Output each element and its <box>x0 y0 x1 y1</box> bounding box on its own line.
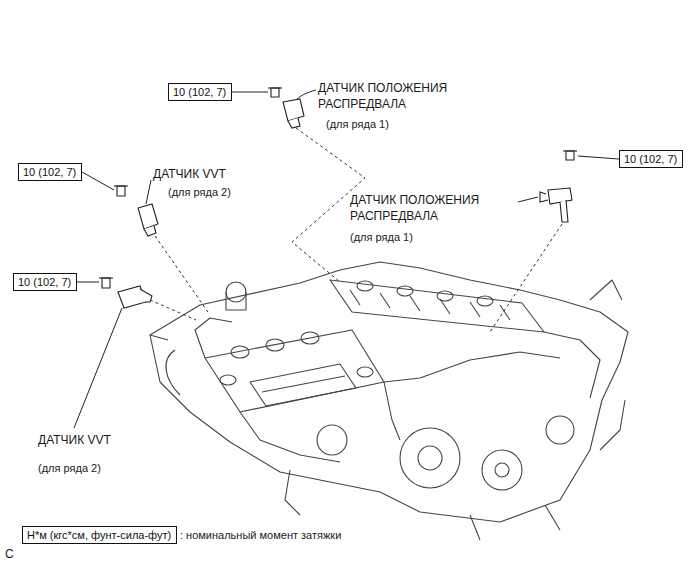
engine-block <box>226 282 246 302</box>
camshaft-sensor <box>548 188 572 204</box>
vvt-sensor <box>138 204 158 229</box>
leader-line <box>146 180 151 204</box>
part-label: ДАТЧИК VVT <box>153 166 226 182</box>
engine-block <box>150 262 628 522</box>
engine-block <box>301 332 319 344</box>
part-label: ДАТЧИК ПОЛОЖЕНИЯ РАСПРЕДВАЛА <box>350 192 525 224</box>
leader-line <box>296 90 316 100</box>
torque-value-box: 10 (102, 7) <box>18 163 82 181</box>
camshaft-sensor <box>268 87 282 88</box>
vvt-sensor <box>114 185 128 186</box>
part-label: (для ряда 1) <box>326 116 389 132</box>
leader-line <box>74 308 122 428</box>
torque-text: 10 (102, 7) <box>18 275 71 289</box>
engine-block <box>250 364 356 406</box>
camshaft-sensor <box>271 88 279 97</box>
leader-line <box>578 156 619 159</box>
camshaft-sensor <box>560 200 568 222</box>
engine-block <box>266 339 284 351</box>
torque-unit-box: Н*м (кгс*см, фунт-сила-фут) <box>22 526 177 544</box>
camshaft-sensor <box>283 99 304 121</box>
engine-block <box>330 280 544 332</box>
engine-block <box>482 450 522 490</box>
engine-block <box>220 375 236 385</box>
camshaft-sensor <box>563 150 577 151</box>
engine-block <box>226 292 246 310</box>
engine-block <box>437 291 453 301</box>
engine-block <box>357 281 373 291</box>
dashed-installation-line <box>155 236 208 312</box>
camshaft-sensor <box>288 118 300 128</box>
engine-block <box>384 352 560 382</box>
camshaft-sensor <box>566 151 574 160</box>
engine-block <box>477 296 493 306</box>
engine-block <box>317 425 347 455</box>
torque-value-box: 10 (102, 7) <box>168 83 232 101</box>
vvt-sensor <box>117 186 125 196</box>
torque-text: 10 (102, 7) <box>173 85 226 99</box>
dashed-installation-line <box>150 128 562 332</box>
torque-value-box: 10 (102, 7) <box>13 273 77 291</box>
figure-code: C <box>5 546 14 562</box>
vvt-sensor <box>99 186 158 308</box>
engine-block <box>150 335 180 395</box>
engine-block <box>195 318 232 358</box>
engine-block <box>418 446 442 470</box>
engine-block <box>205 330 384 412</box>
camshaft-sensor <box>540 192 548 202</box>
engine-block <box>544 332 600 398</box>
engine-block <box>590 280 625 450</box>
engine-block <box>262 376 345 392</box>
engine-block <box>350 290 510 320</box>
torque-text: 10 (102, 7) <box>624 152 677 166</box>
torque-value-box: 10 (102, 7) <box>619 150 683 168</box>
leader-line <box>518 197 538 202</box>
part-label: (для ряда 1) <box>350 229 413 245</box>
dashed-installation-line <box>150 300 196 320</box>
legend-text: : номинальный момент затяжки <box>180 527 341 543</box>
part-label: (для ряда 2) <box>168 184 231 200</box>
engine-block <box>546 416 574 444</box>
engine-block <box>357 367 373 377</box>
vvt-sensor <box>118 286 146 308</box>
leader-line <box>232 92 268 93</box>
engine-block <box>400 428 460 488</box>
engine-block <box>231 346 249 358</box>
engine-block <box>150 262 628 540</box>
engine-block <box>397 286 413 296</box>
engine-block <box>240 382 400 462</box>
part-label: (для ряда 2) <box>38 460 101 476</box>
vvt-sensor <box>144 226 156 236</box>
torque-text: Н*м (кгс*см, фунт-сила-фут) <box>27 528 171 542</box>
vvt-sensor <box>99 277 113 278</box>
part-label: ДАТЧИК VVT <box>38 432 111 448</box>
leader-line <box>77 282 99 283</box>
vvt-sensor <box>102 278 110 288</box>
leader-line <box>82 172 114 190</box>
dashed-installation-line <box>490 224 562 332</box>
engine-block <box>495 463 509 477</box>
torque-text: 10 (102, 7) <box>23 165 76 179</box>
part-label: ДАТЧИК ПОЛОЖЕНИЯ РАСПРЕДВАЛА <box>318 80 493 112</box>
leader-line <box>74 90 538 428</box>
